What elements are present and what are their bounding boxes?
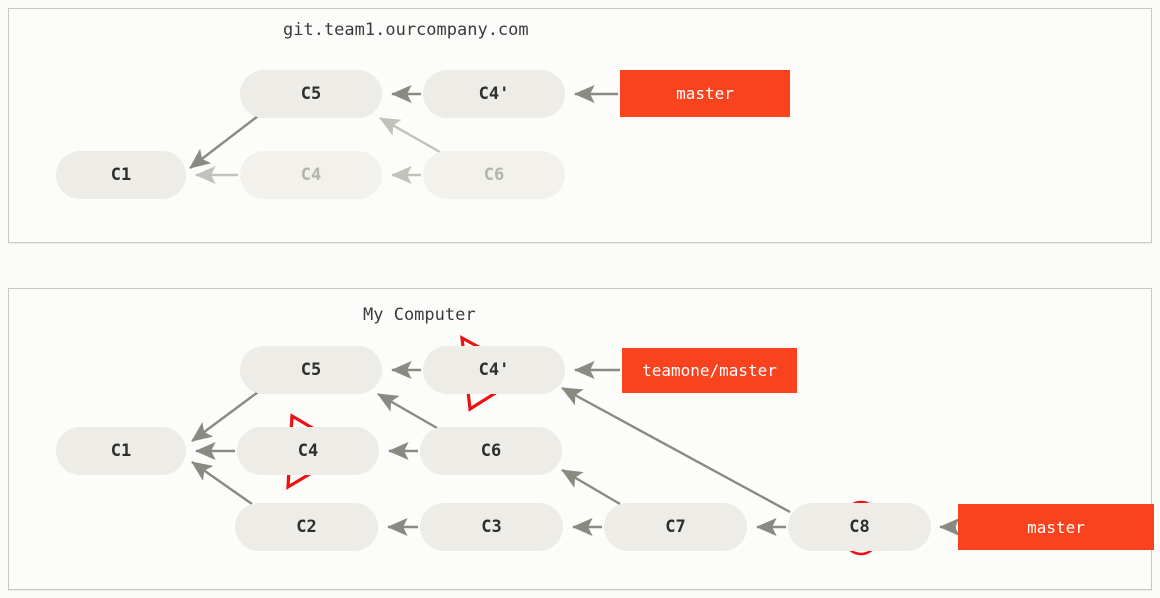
commit-node-s-c5[interactable]: C5 [240, 70, 382, 118]
commit-node-l-c7[interactable]: C7 [604, 503, 747, 551]
commit-node-l-c6[interactable]: C6 [420, 427, 562, 475]
panel-server-title: git.team1.ourcompany.com [283, 20, 529, 40]
commit-node-l-c1[interactable]: C1 [56, 427, 186, 475]
commit-node-l-c8[interactable]: C8 [788, 503, 931, 551]
commit-node-l-c4[interactable]: C4 [237, 427, 379, 475]
commit-node-s-c1[interactable]: C1 [56, 151, 186, 199]
commit-node-l-c4-prime[interactable]: C4' [423, 346, 565, 394]
branch-label-l-teamone-master[interactable]: teamone/master [622, 348, 797, 393]
branch-label-l-master[interactable]: master [958, 504, 1154, 550]
commit-node-s-c6[interactable]: C6 [423, 151, 565, 199]
panel-local-title: My Computer [363, 305, 476, 325]
commit-node-s-c4[interactable]: C4 [240, 151, 382, 199]
commit-node-l-c2[interactable]: C2 [235, 503, 378, 551]
branch-label-s-master[interactable]: master [620, 70, 790, 117]
commit-node-s-c4-prime[interactable]: C4' [423, 70, 565, 118]
panel-server [8, 8, 1152, 243]
commit-node-l-c5[interactable]: C5 [240, 346, 382, 394]
commit-node-l-c3[interactable]: C3 [420, 503, 563, 551]
